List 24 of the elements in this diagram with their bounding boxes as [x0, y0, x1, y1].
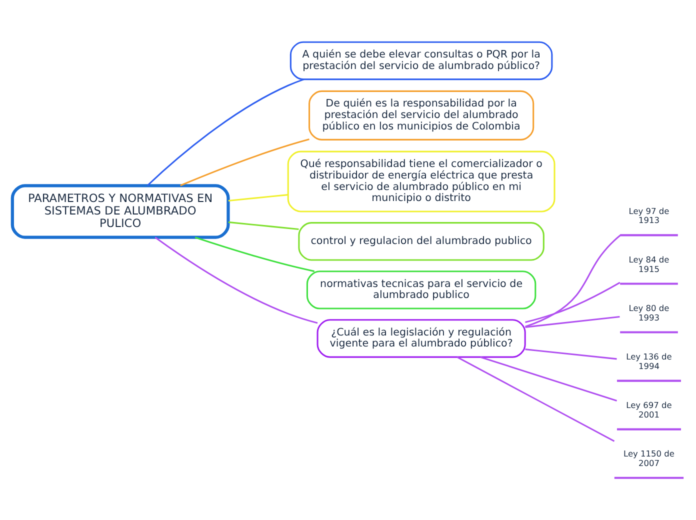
connector	[480, 356, 618, 402]
connector	[456, 356, 615, 442]
node-box: normativas tecnicas para el servicio de alumbrado publico	[306, 270, 536, 310]
node-text: Ley 97 de 1913	[628, 206, 670, 226]
connector	[154, 236, 318, 324]
node-box: ¿Cuál es la legislación y regulación vigente para el alumbrado público?	[316, 319, 526, 358]
connector	[525, 234, 621, 328]
node-box: Qué responsabilidad tiene el comercializador o distribuidor de energía eléctrica que presta el servicio de alumbrado público en mi municipio o distrito	[287, 150, 556, 212]
connector	[525, 316, 620, 328]
node-text: Ley 84 de 1915	[628, 254, 670, 274]
connector	[525, 348, 617, 360]
node-text: Ley 136 de 1994	[626, 352, 672, 371]
node-text: Ley 697 de 2001	[626, 400, 672, 420]
node-box: control y regulacion del alumbrado publico	[298, 222, 544, 261]
node-text: Ley 1150 de 2007	[624, 448, 674, 468]
node-box: De quién es la responsabilidad por la prestación del servicio del alumbrado público en los municipios de Colombia	[308, 90, 534, 140]
connector	[180, 138, 310, 186]
connector	[146, 78, 304, 186]
node-box: A quién se debe elevar consultas o PQR por la prestación del servicio de alumbrado público?	[290, 41, 553, 80]
connector	[228, 221, 299, 230]
node-box: PARAMETROS Y NORMATIVAS EN SISTEMAS DE ALUMBRADO PULICO	[10, 184, 230, 239]
connector	[525, 282, 620, 324]
node-text: Ley 80 de 1993	[628, 303, 670, 322]
connector	[228, 194, 288, 202]
